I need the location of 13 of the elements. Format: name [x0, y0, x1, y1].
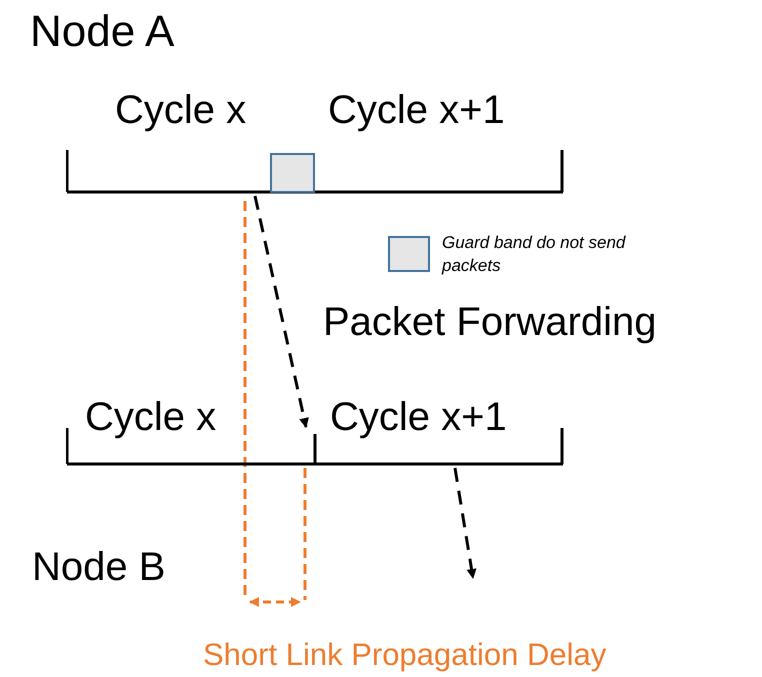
node-label: Node A — [30, 8, 174, 56]
cycle-label: Cycle x — [115, 88, 246, 132]
cycle-label: Cycle x+1 — [330, 395, 507, 439]
arrow — [454, 468, 476, 579]
cycle-label: Cycle x — [85, 395, 216, 439]
arrow — [254, 196, 309, 428]
dimension-label: Short Link Propagation Delay — [203, 638, 606, 672]
cycle-label: Cycle x+1 — [328, 88, 505, 132]
guard-band-box — [270, 153, 315, 193]
node-label: Node B — [32, 545, 166, 589]
timeline-bracket — [66, 150, 564, 194]
legend-text: Guard band do not send packets — [442, 232, 627, 277]
flow-label: Packet Forwarding — [323, 300, 656, 344]
